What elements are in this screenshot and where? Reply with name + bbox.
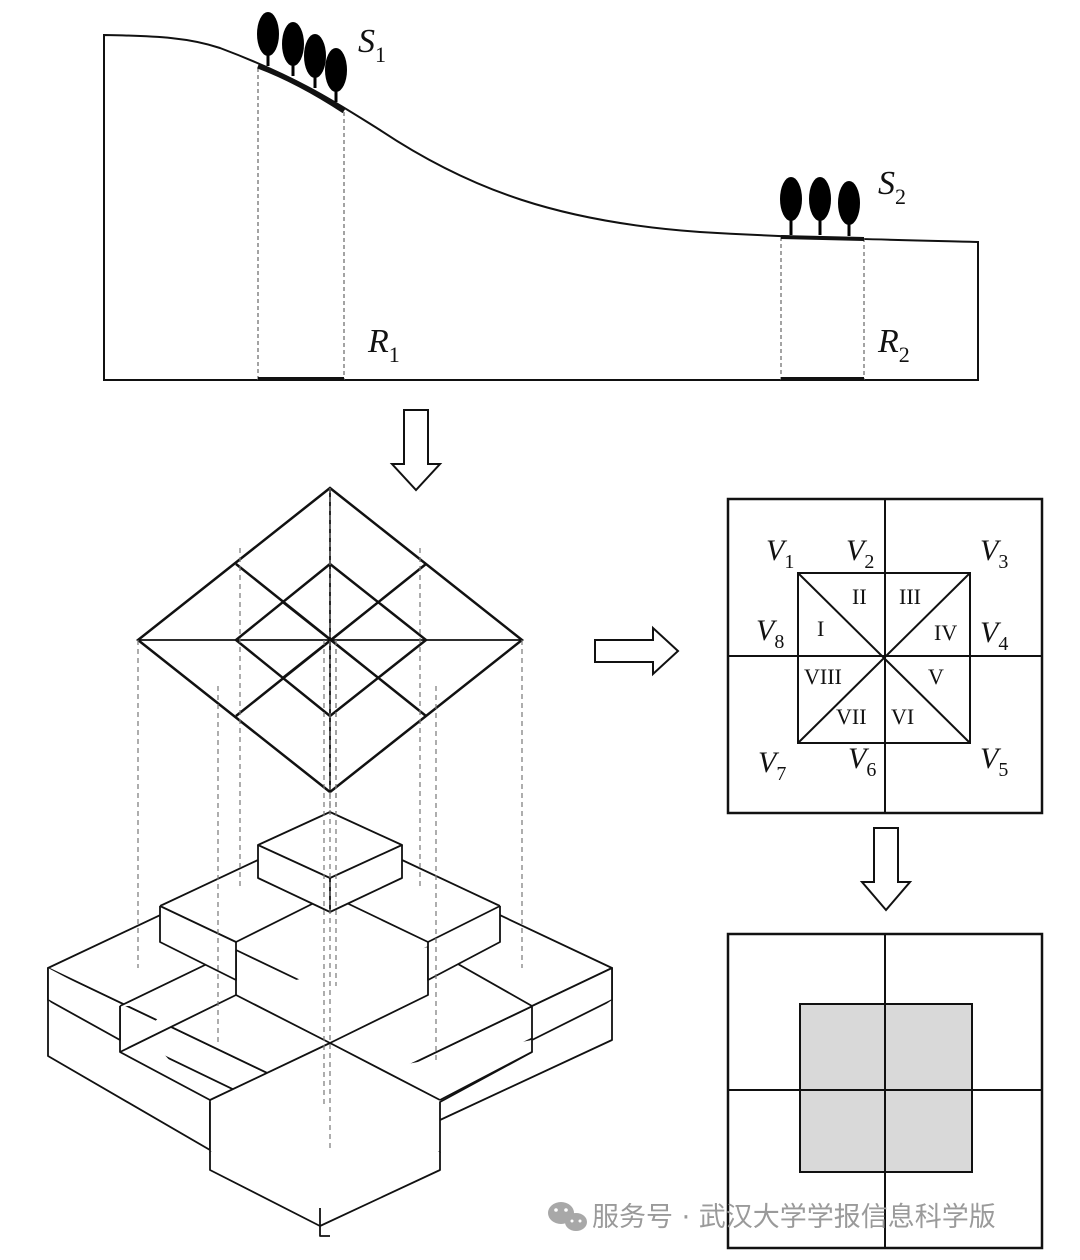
tree-icon [304, 34, 326, 88]
label-s2: S2 [878, 165, 906, 209]
label-v3: V3 [980, 534, 1008, 573]
label-r2: R2 [877, 323, 910, 367]
arrow-right-middle [594, 625, 680, 677]
watermark: 服务号 · 武汉大学学报信息科学版 [548, 1202, 996, 1233]
label-v6: V6 [848, 742, 876, 781]
sector-inner-square [797, 572, 971, 744]
label-r1: R1 [367, 323, 400, 367]
sector-i: I [817, 616, 824, 641]
tree-icon [282, 22, 304, 76]
sector-vi: VI [891, 704, 914, 729]
sector-v: V [928, 664, 944, 689]
arrow-down-top [389, 409, 443, 492]
tree-icon [257, 12, 279, 66]
wechat-icon [548, 1202, 587, 1231]
label-v8: V8 [756, 614, 784, 653]
label-v4: V4 [980, 616, 1008, 655]
sector-iii: III [899, 584, 921, 609]
label-v7: V7 [758, 746, 786, 785]
sector-ii: II [852, 584, 867, 609]
sector-vii: VII [836, 704, 867, 729]
label-v1: V1 [766, 534, 794, 573]
grid-projection-lines [137, 488, 523, 1150]
label-v2: V2 [846, 534, 874, 573]
result-grid [726, 932, 1044, 1250]
surface-patch-s2 [780, 235, 865, 241]
sector-grid [726, 497, 1044, 815]
tree-icon [809, 177, 831, 235]
sector-viii: VIII [804, 664, 842, 689]
tree-icon [325, 48, 347, 102]
trees-s1 [257, 12, 347, 102]
sector-labels: I II III IV V VI VII VIII [804, 584, 957, 729]
tree-icon [838, 181, 860, 236]
projected-grid [135, 486, 525, 794]
projection-lines-s2 [780, 237, 865, 380]
tree-icon [780, 177, 802, 235]
watermark-text: 服务号 · 武汉大学学报信息科学版 [592, 1202, 996, 1233]
label-s1: S1 [358, 23, 386, 67]
surface-patch-s1 [257, 63, 346, 114]
arrow-down-right [859, 827, 913, 912]
label-v5: V5 [980, 742, 1008, 781]
projection-lines-s1 [257, 68, 345, 380]
vertex-labels: V1 V2 V3 V4 V5 V6 V7 V8 [756, 534, 1008, 785]
trees-s2 [780, 177, 860, 236]
terrain-profile [103, 33, 979, 381]
sector-iv: IV [934, 620, 957, 645]
